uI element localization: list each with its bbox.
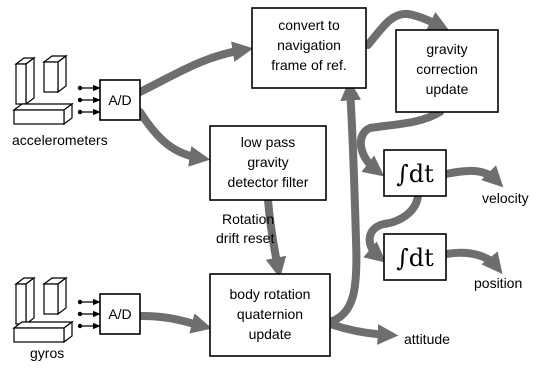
adc-label-top: A/D: [108, 92, 131, 108]
adc-block-top: A/D: [99, 79, 141, 121]
convert-line-2: navigation: [277, 37, 341, 53]
adc-block-bottom: A/D: [99, 293, 141, 335]
integrator-top-label: ∫dt: [396, 160, 434, 188]
arrow-gravity-to-integrator: [357, 108, 444, 177]
gravity-line-1: gravity: [426, 41, 467, 57]
arrow-integrator-to-position: [442, 248, 503, 275]
arrow-integrator-to-velocity: [442, 165, 504, 188]
arrow-quaternion-to-attitude: [326, 320, 399, 345]
gravity-correction-block: gravity correction update: [395, 29, 499, 113]
body-rotation-block: body rotation quaternion update: [209, 273, 331, 357]
gravity-line-2: correction: [416, 61, 477, 77]
arrow-adc-to-quaternion: [138, 312, 213, 334]
lowpass-line-3: detector filter: [228, 174, 309, 190]
convert-line-3: frame of ref.: [271, 57, 346, 73]
velocity-label: velocity: [482, 190, 529, 206]
drift-reset-line-1: Rotation: [222, 211, 274, 227]
arrow-adc-to-lowpass: [136, 108, 211, 167]
convert-line-1: convert to: [278, 17, 340, 33]
gyros-label: gyros: [30, 345, 64, 361]
gyro-cluster-icon: [12, 276, 101, 344]
integrator-block-bottom: ∫dt: [383, 233, 447, 281]
convert-frame-block: convert to navigation frame of ref.: [251, 7, 367, 89]
arrow-convert-to-gravity: [364, 9, 450, 49]
bodyrot-line-1: body rotation: [230, 286, 311, 302]
adc-label-bottom: A/D: [108, 306, 131, 322]
arrow-adc-to-convert: [136, 41, 254, 96]
lowpass-line-2: gravity: [247, 154, 288, 170]
bodyrot-line-2: quaternion: [237, 306, 303, 322]
arrow-quaternion-to-convert: [326, 79, 362, 326]
integrator-block-top: ∫dt: [383, 149, 447, 197]
lowpass-line-1: low pass: [241, 134, 295, 150]
gravity-line-3: update: [426, 81, 469, 97]
accelerometers-label: accelerometers: [12, 132, 108, 148]
position-label: position: [474, 275, 522, 291]
bodyrot-line-3: update: [249, 326, 292, 342]
attitude-label: attitude: [404, 331, 450, 347]
arrow-lowpass-to-quaternion: [264, 196, 287, 279]
arrow-integrator-to-integrator: [363, 192, 422, 263]
accelerometer-cluster-icon: [12, 54, 101, 126]
low-pass-filter-block: low pass gravity detector filter: [209, 125, 327, 201]
integrator-bottom-label: ∫dt: [396, 244, 434, 272]
drift-reset-line-2: drift reset: [216, 230, 274, 246]
